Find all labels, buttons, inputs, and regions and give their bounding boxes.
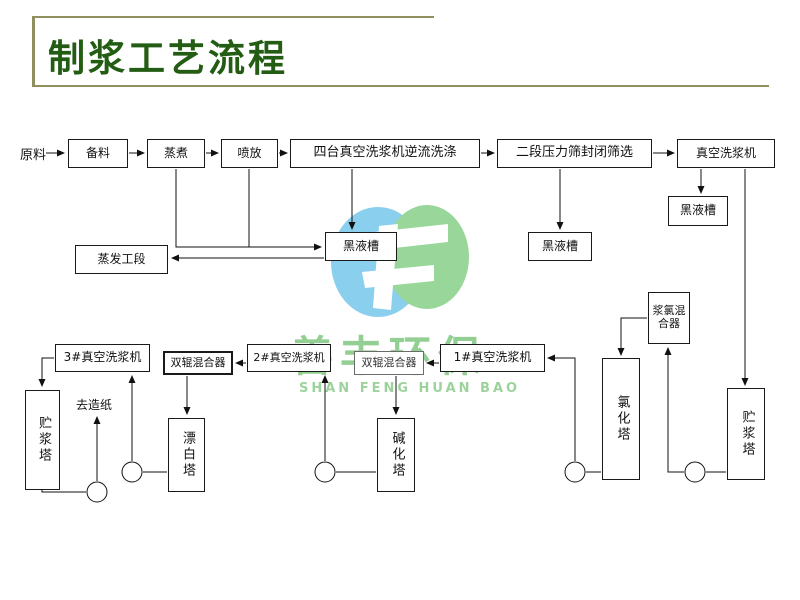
- page-title: 制浆工艺流程: [48, 37, 288, 80]
- connector: [617, 317, 647, 356]
- node-vacuum-washer: 真空洗浆机: [677, 139, 775, 168]
- node-double-roll-mixer-b: 双辊混合器: [354, 351, 424, 375]
- node-raw-material-label: 原料: [20, 147, 47, 163]
- node-vacuum-washer-1: 1#真空洗浆机: [440, 344, 545, 372]
- node-vacuum-washer-3: 3#真空洗浆机: [55, 344, 150, 372]
- node-pulp-chlorine-mixer: 浆氯混合器: [648, 292, 690, 344]
- node-alkalization-tower: 碱化塔: [377, 418, 415, 492]
- node-blow: 喷放: [221, 139, 278, 168]
- pump-circle: [564, 461, 586, 483]
- node-black-liquor-tank-right: 黑液槽: [668, 196, 728, 226]
- node-pressure-screen: 二段压力筛封闭筛选: [497, 139, 652, 168]
- node-pulp-storage-tower-left: 贮浆塔: [25, 390, 60, 490]
- node-cooking: 蒸煮: [147, 139, 205, 168]
- node-evaporation-section: 蒸发工段: [75, 245, 168, 274]
- connector: [664, 347, 684, 473]
- title-rule-top: [32, 16, 434, 18]
- node-material-prep: 备料: [68, 139, 128, 168]
- title-rule-bottom: [32, 85, 769, 87]
- node-four-vacuum-washers: 四台真空洗浆机逆流洗涤: [290, 139, 480, 168]
- pump-circle: [684, 461, 706, 483]
- connector: [175, 169, 322, 251]
- node-to-papermaking-label: 去造纸: [76, 397, 113, 412]
- node-chlorination-tower: 氯化塔: [602, 358, 640, 480]
- connector: [38, 357, 54, 387]
- node-vacuum-washer-2: 2#真空洗浆机: [247, 344, 331, 372]
- node-black-liquor-tank-center: 黑液槽: [325, 232, 397, 261]
- node-pulp-storage-tower-right: 贮浆塔: [727, 388, 765, 480]
- title-rule-left: [32, 16, 35, 87]
- node-bleaching-tower: 漂白塔: [168, 418, 205, 492]
- connector: [41, 490, 86, 493]
- node-black-liquor-tank-mid: 黑液槽: [528, 232, 592, 261]
- pump-circle: [86, 481, 108, 503]
- connector: [547, 354, 576, 461]
- node-double-roll-mixer-a: 双辊混合器: [163, 351, 233, 375]
- pump-circle: [121, 461, 143, 483]
- pump-circle: [314, 461, 336, 483]
